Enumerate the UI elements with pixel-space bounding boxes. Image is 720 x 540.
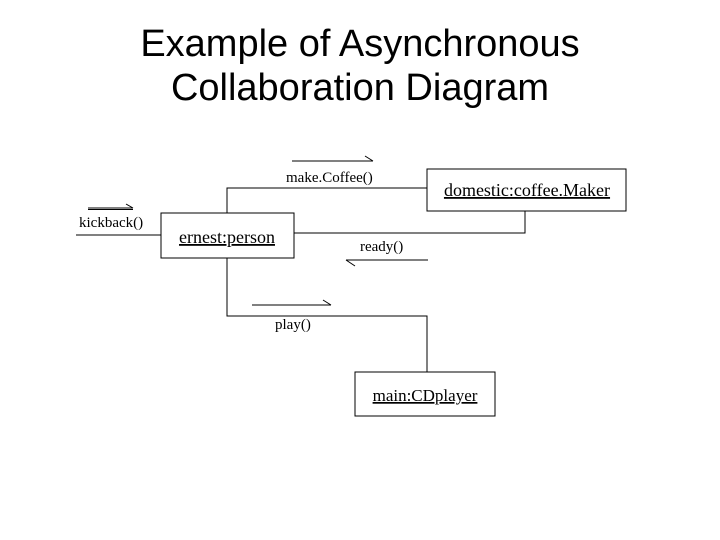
link-domestic-ernest [294,211,526,234]
link-ernest-domestic [226,187,427,213]
object-box-main[interactable] [354,371,496,417]
object-name-domestic: domestic:coffee.Maker [444,180,610,200]
message-label-make-coffee: make.Coffee() [286,170,373,186]
arrow-ready [345,259,428,267]
message-label-ready: ready() [360,239,403,255]
link-ernest-main [226,258,428,372]
object-name-ernest: ernest:person [179,227,275,247]
diagram-title: Example of Asynchronous Collaboration Di… [0,22,720,110]
object-name-main: main:CDplayer [373,386,478,405]
arrow-kickback [88,203,134,210]
title-line-1: Example of Asynchronous [140,23,580,65]
object-box-domestic[interactable] [426,168,627,212]
arrow-make-coffee [292,155,374,162]
title-line-2: Collaboration Diagram [170,67,550,109]
message-label-kickback: kickback() [79,215,143,231]
message-label-play: play() [275,317,311,333]
arrow-play [252,299,332,306]
